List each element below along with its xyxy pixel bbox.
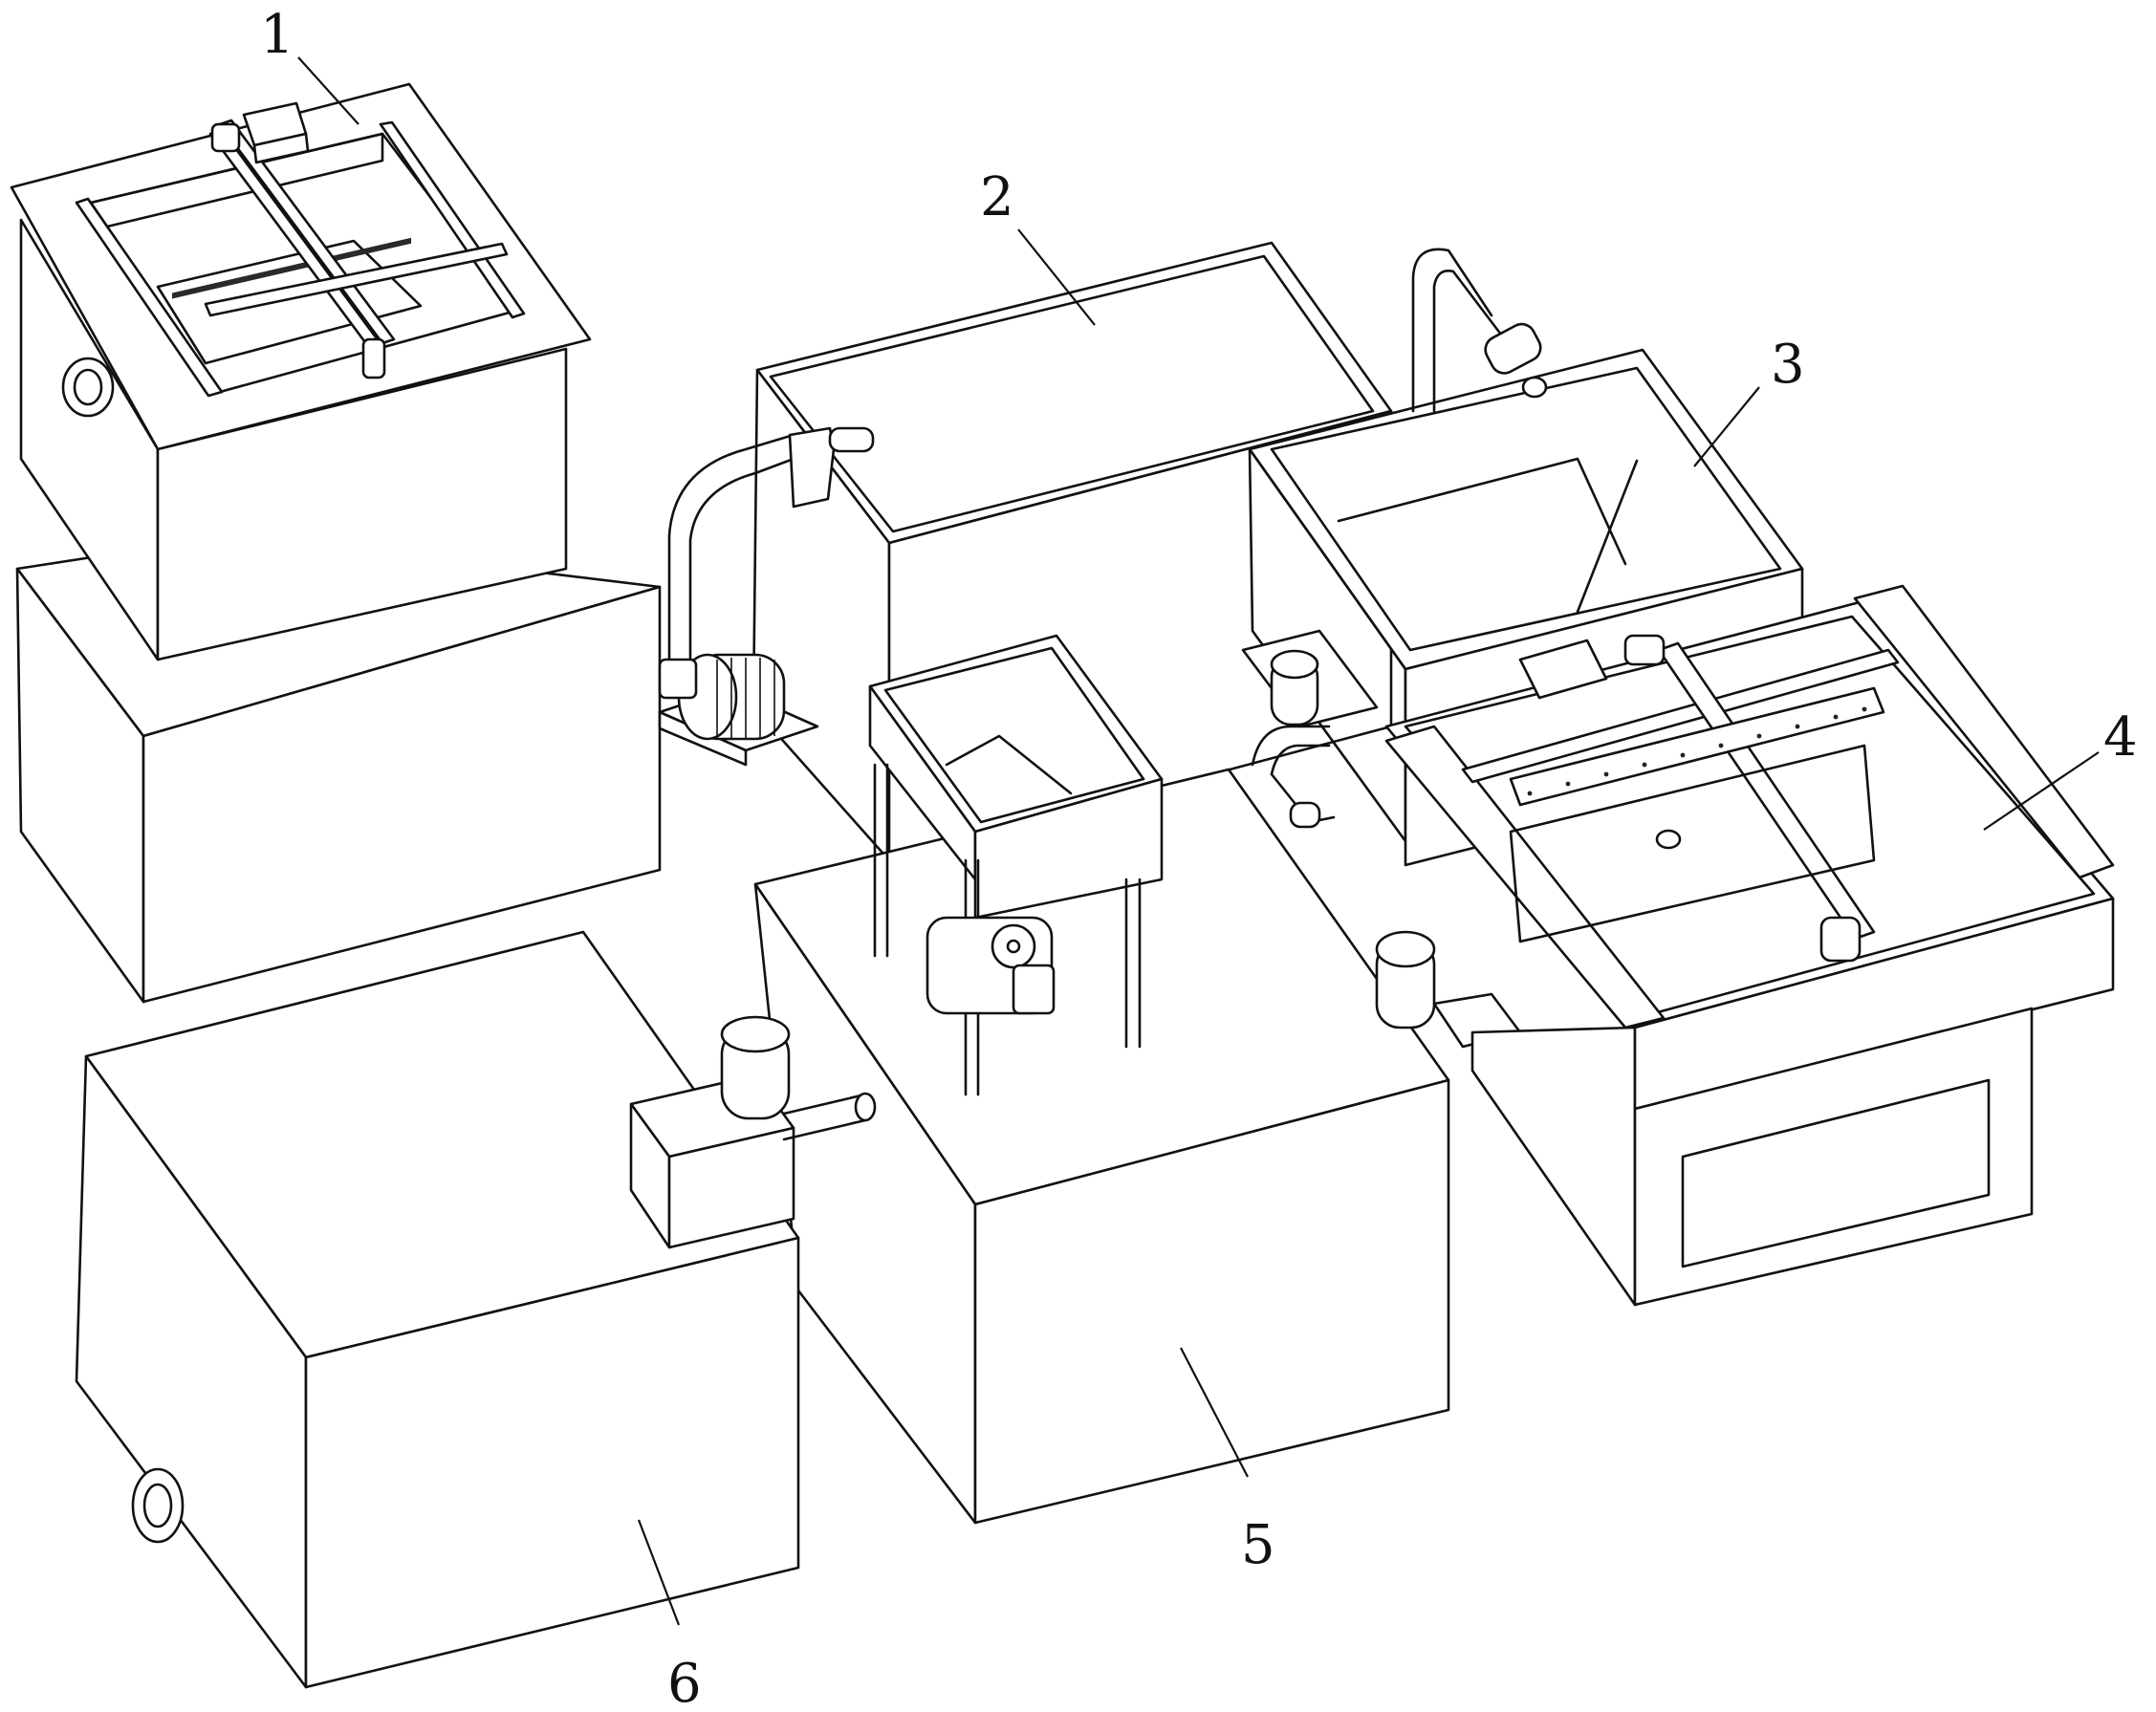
pump-right-top <box>1241 629 1379 829</box>
leader-5 <box>1180 1347 1249 1478</box>
leader-3 <box>1693 386 1760 467</box>
label-6: 6 <box>667 1653 702 1712</box>
tank-6 <box>75 930 877 1689</box>
pump-left <box>658 426 875 767</box>
label-1: 1 <box>260 4 294 66</box>
leader-6 <box>637 1519 681 1626</box>
leader-2 <box>1017 228 1096 326</box>
tank-4 <box>1384 584 2115 1307</box>
feed-hopper <box>868 634 1164 1096</box>
leader-1 <box>297 56 359 125</box>
label-4: 4 <box>2103 706 2138 769</box>
labels: 1 2 3 4 5 6 <box>260 4 2138 1712</box>
leader-4 <box>1983 751 2100 831</box>
tank-1 <box>10 82 592 661</box>
label-3: 3 <box>1771 334 1805 396</box>
label-2: 2 <box>980 166 1014 228</box>
screen-grid <box>172 237 411 299</box>
label-5: 5 <box>1241 1514 1275 1576</box>
perforated-plate-dots <box>1527 706 1867 796</box>
tank-5 <box>753 768 1450 1525</box>
